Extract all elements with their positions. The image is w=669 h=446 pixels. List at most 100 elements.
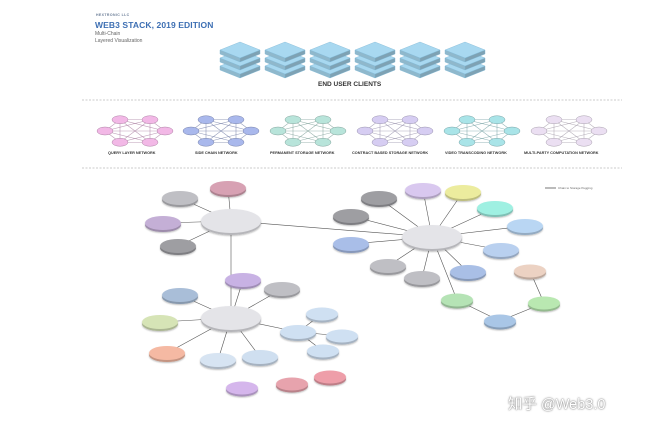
network-mesh-node [575, 138, 593, 147]
satellite-node-top [280, 325, 316, 339]
satellite-node [142, 315, 178, 331]
network-mesh-node [284, 115, 302, 124]
network-mesh-icon [530, 115, 608, 147]
network-mesh-link [205, 119, 237, 143]
hub-node [201, 306, 261, 332]
network-mesh-link [364, 119, 411, 132]
network-mesh-node [197, 115, 215, 124]
network-mesh-node [111, 138, 129, 147]
network-mesh-node [371, 138, 389, 147]
satellite-node-top [333, 209, 369, 223]
network-mesh-node [590, 126, 608, 136]
satellite-node-top [445, 185, 481, 199]
satellite-node-top [333, 237, 369, 251]
satellite-node-top [370, 259, 406, 273]
watermark-text: 知乎 @Web3.0 [508, 397, 606, 413]
hub-node-top [201, 306, 261, 330]
satellite-node [326, 329, 358, 345]
network-mesh-link [553, 119, 585, 143]
satellite-node [276, 377, 308, 393]
satellite-node-top [276, 377, 308, 391]
satellite-node-top [441, 293, 473, 307]
satellite-node [405, 183, 441, 199]
network-mesh-node [443, 126, 461, 136]
networks-group [96, 115, 608, 147]
network-mesh-node [356, 126, 374, 136]
network-mesh-node [458, 115, 476, 124]
satellite-node-top [200, 353, 236, 367]
network-mesh-icon [96, 115, 174, 147]
hub-node-top [402, 225, 462, 249]
legend-label: Chain to Storage Pegging [558, 186, 593, 190]
network-mesh-link [451, 119, 498, 132]
network-mesh-node [269, 126, 287, 136]
client-layer-top-face [219, 41, 261, 59]
satellite-node [333, 237, 369, 253]
network-mesh-link [277, 119, 324, 132]
satellite-node-top [162, 288, 198, 302]
subtitle-line-2: Layered Visualization [95, 37, 143, 44]
satellite-node-top [528, 296, 560, 310]
satellite-node [507, 219, 543, 235]
satellite-node-top [405, 183, 441, 197]
network-mesh-icon [269, 115, 347, 147]
satellite-node [514, 264, 546, 280]
satellite-node [307, 344, 339, 360]
network-mesh-node [96, 126, 114, 136]
satellite-node [226, 381, 258, 397]
network-mesh-node [329, 126, 347, 136]
satellite-node-top [484, 314, 516, 328]
client-layer-top-face [354, 41, 396, 59]
network-mesh-node [284, 138, 302, 147]
network-mesh-icon [356, 115, 434, 147]
satellite-node-top [242, 350, 278, 364]
client-stack-icon [309, 41, 351, 79]
network-mesh-link [538, 119, 585, 132]
subtitle-line-1: Multi-Chain [95, 31, 121, 37]
network-mesh-node [141, 115, 159, 124]
brand-label: HEXTRONIC LLC [96, 13, 130, 17]
hub-node [402, 225, 462, 251]
satellite-node-top [307, 344, 339, 358]
network-label-mpc: MULTI-PARTY COMPUTATION NETWORK [524, 151, 599, 155]
satellite-node [225, 273, 261, 289]
diagram-nodes [142, 181, 560, 397]
client-layer-top-face [264, 41, 306, 59]
network-mesh-node [458, 138, 476, 147]
satellite-node [450, 265, 486, 281]
client-stack-icon [444, 41, 486, 79]
satellite-node-top [514, 264, 546, 278]
network-mesh-node [401, 115, 419, 124]
network-mesh-link [104, 119, 151, 132]
hub-to-hub-edge [230, 220, 433, 238]
network-mesh-node [530, 126, 548, 136]
network-mesh-node [416, 126, 434, 136]
satellite-node-top [142, 315, 178, 329]
network-mesh-node [545, 115, 563, 124]
network-mesh-node [545, 138, 563, 147]
client-stack-icon [354, 41, 396, 79]
network-mesh-icon [182, 115, 260, 147]
satellite-node [441, 293, 473, 309]
satellite-node [361, 191, 397, 207]
satellite-node [445, 185, 481, 201]
network-mesh-node [401, 138, 419, 147]
satellite-node-top [145, 216, 181, 230]
satellite-node [477, 201, 513, 217]
network-label-side-chain: SIDE CHAIN NETWORK [195, 151, 238, 155]
network-mesh-node [488, 138, 506, 147]
satellite-node-top [450, 265, 486, 279]
diagram-subtitle: Multi-Chain Layered Visualization [95, 31, 142, 44]
network-mesh-node [141, 138, 159, 147]
network-mesh-link [292, 119, 324, 143]
satellite-node-top [326, 329, 358, 343]
satellite-node [333, 209, 369, 225]
satellite-node-top [306, 307, 338, 321]
hub-node-top [201, 209, 261, 233]
network-mesh-link [190, 119, 237, 132]
satellite-node-top [507, 219, 543, 233]
network-mesh-node [227, 138, 245, 147]
client-stack-icon [264, 41, 306, 79]
